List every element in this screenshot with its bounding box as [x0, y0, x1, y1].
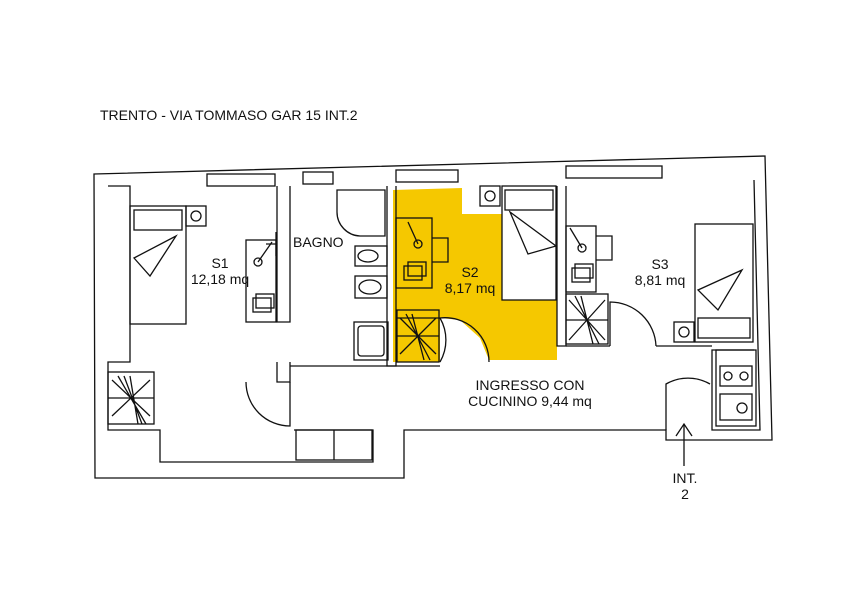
desk-s2-paper-2: [407, 261, 427, 277]
chair-s2: [432, 237, 449, 263]
bed-s3-fold: [696, 268, 744, 312]
desk-s3: [565, 225, 597, 293]
entrance-label: INT. 2: [650, 470, 720, 502]
nightstand-s1: [185, 205, 207, 227]
bed-s1-fold: [132, 234, 178, 278]
desk-lamp-s3-icon: [577, 243, 587, 253]
window-s2: [395, 169, 459, 183]
entrance-label-line1: INT.: [672, 470, 698, 486]
window-s1: [206, 173, 276, 187]
door-s2: [439, 317, 490, 363]
desk-lamp-s1-icon: [253, 257, 263, 267]
door-s3: [609, 301, 657, 347]
desk-s1: [245, 239, 277, 323]
desk-s1-paper: [252, 297, 272, 313]
bed-s2-pillow: [504, 189, 554, 211]
room-s3-label: S3 8,81 mq: [600, 256, 720, 288]
shower: [336, 189, 386, 237]
window-s3: [565, 165, 663, 179]
toilet-bowl: [358, 279, 382, 295]
toilet: [354, 275, 388, 299]
wardrobe-s2-hangers: [397, 313, 439, 361]
door-s1: [245, 381, 291, 427]
desk-s2: [395, 217, 433, 289]
room-bagno-name: BAGNO: [293, 234, 344, 250]
room-ingresso-name: INGRESSO CON: [475, 377, 585, 393]
door-entrance: [665, 377, 711, 430]
room-s3-area: 8,81 mq: [634, 272, 686, 288]
sink-kitchen: [719, 365, 753, 387]
bed-s1: [129, 205, 187, 325]
stove-burner-icon: [736, 402, 748, 414]
bed-s2: [501, 185, 557, 301]
lamp-s1-icon: [190, 210, 202, 222]
nightstand-s3: [673, 321, 695, 343]
desk-s1-paper-2: [255, 293, 275, 309]
chair-s3: [596, 235, 613, 261]
entrance-arrow-head-icon: [675, 422, 693, 437]
lamp-s3-icon: [678, 326, 690, 338]
wall-s2-s3: [556, 186, 567, 347]
nightstand-s2: [479, 185, 501, 207]
wardrobe-s1-hangers: [108, 375, 154, 425]
plan-title: TRENTO - VIA TOMMASO GAR 15 INT.2: [100, 107, 358, 123]
desk-lamp-s2-arm: [407, 221, 419, 245]
room-s2-label: S2 8,17 mq: [410, 264, 530, 296]
room-s2-name: S2: [461, 264, 479, 280]
wall-s1-bagno: [276, 186, 291, 323]
desk-lamp-s1-arm: [257, 241, 273, 263]
desk-lamp-s3-arm: [569, 227, 583, 249]
washbasin-bowl: [357, 325, 385, 357]
bed-s3-pillow: [697, 317, 751, 339]
window-bagno: [302, 171, 334, 185]
washbasin: [353, 321, 389, 361]
room-ingresso-label: INGRESSO CON CUCININO 9,44 mq: [420, 377, 640, 409]
room-s2-area: 8,17 mq: [444, 280, 496, 296]
bed-s2-fold: [508, 210, 558, 255]
hob-icon-2: [739, 371, 749, 381]
kitchenette: [715, 349, 757, 427]
desk-s3-paper-2: [574, 263, 594, 279]
stove: [719, 393, 753, 421]
bed-s1-pillow: [133, 209, 183, 231]
wall-s1-bottom: [276, 362, 291, 383]
desk-s2-paper: [403, 265, 423, 281]
bidet-bowl: [357, 249, 379, 263]
room-s1-name: S1: [211, 255, 229, 271]
bidet: [354, 245, 388, 267]
bed-s3: [694, 223, 754, 343]
wardrobe-s3: [565, 293, 609, 345]
chair-s1: [266, 232, 277, 256]
entrance-label-line2: 2: [681, 486, 689, 502]
room-s3-name: S3: [651, 256, 669, 272]
hob-icon: [723, 371, 733, 381]
desk-lamp-s2-icon: [413, 239, 423, 249]
wardrobe-s3-hangers: [566, 295, 608, 345]
room-s1-area: 12,18 mq: [190, 271, 250, 287]
desk-s3-paper: [571, 267, 591, 283]
room-s1-label: S1 12,18 mq: [150, 255, 290, 287]
lamp-s2-icon: [484, 190, 496, 202]
room-ingresso-area: CUCININO 9,44 mq: [468, 393, 592, 409]
